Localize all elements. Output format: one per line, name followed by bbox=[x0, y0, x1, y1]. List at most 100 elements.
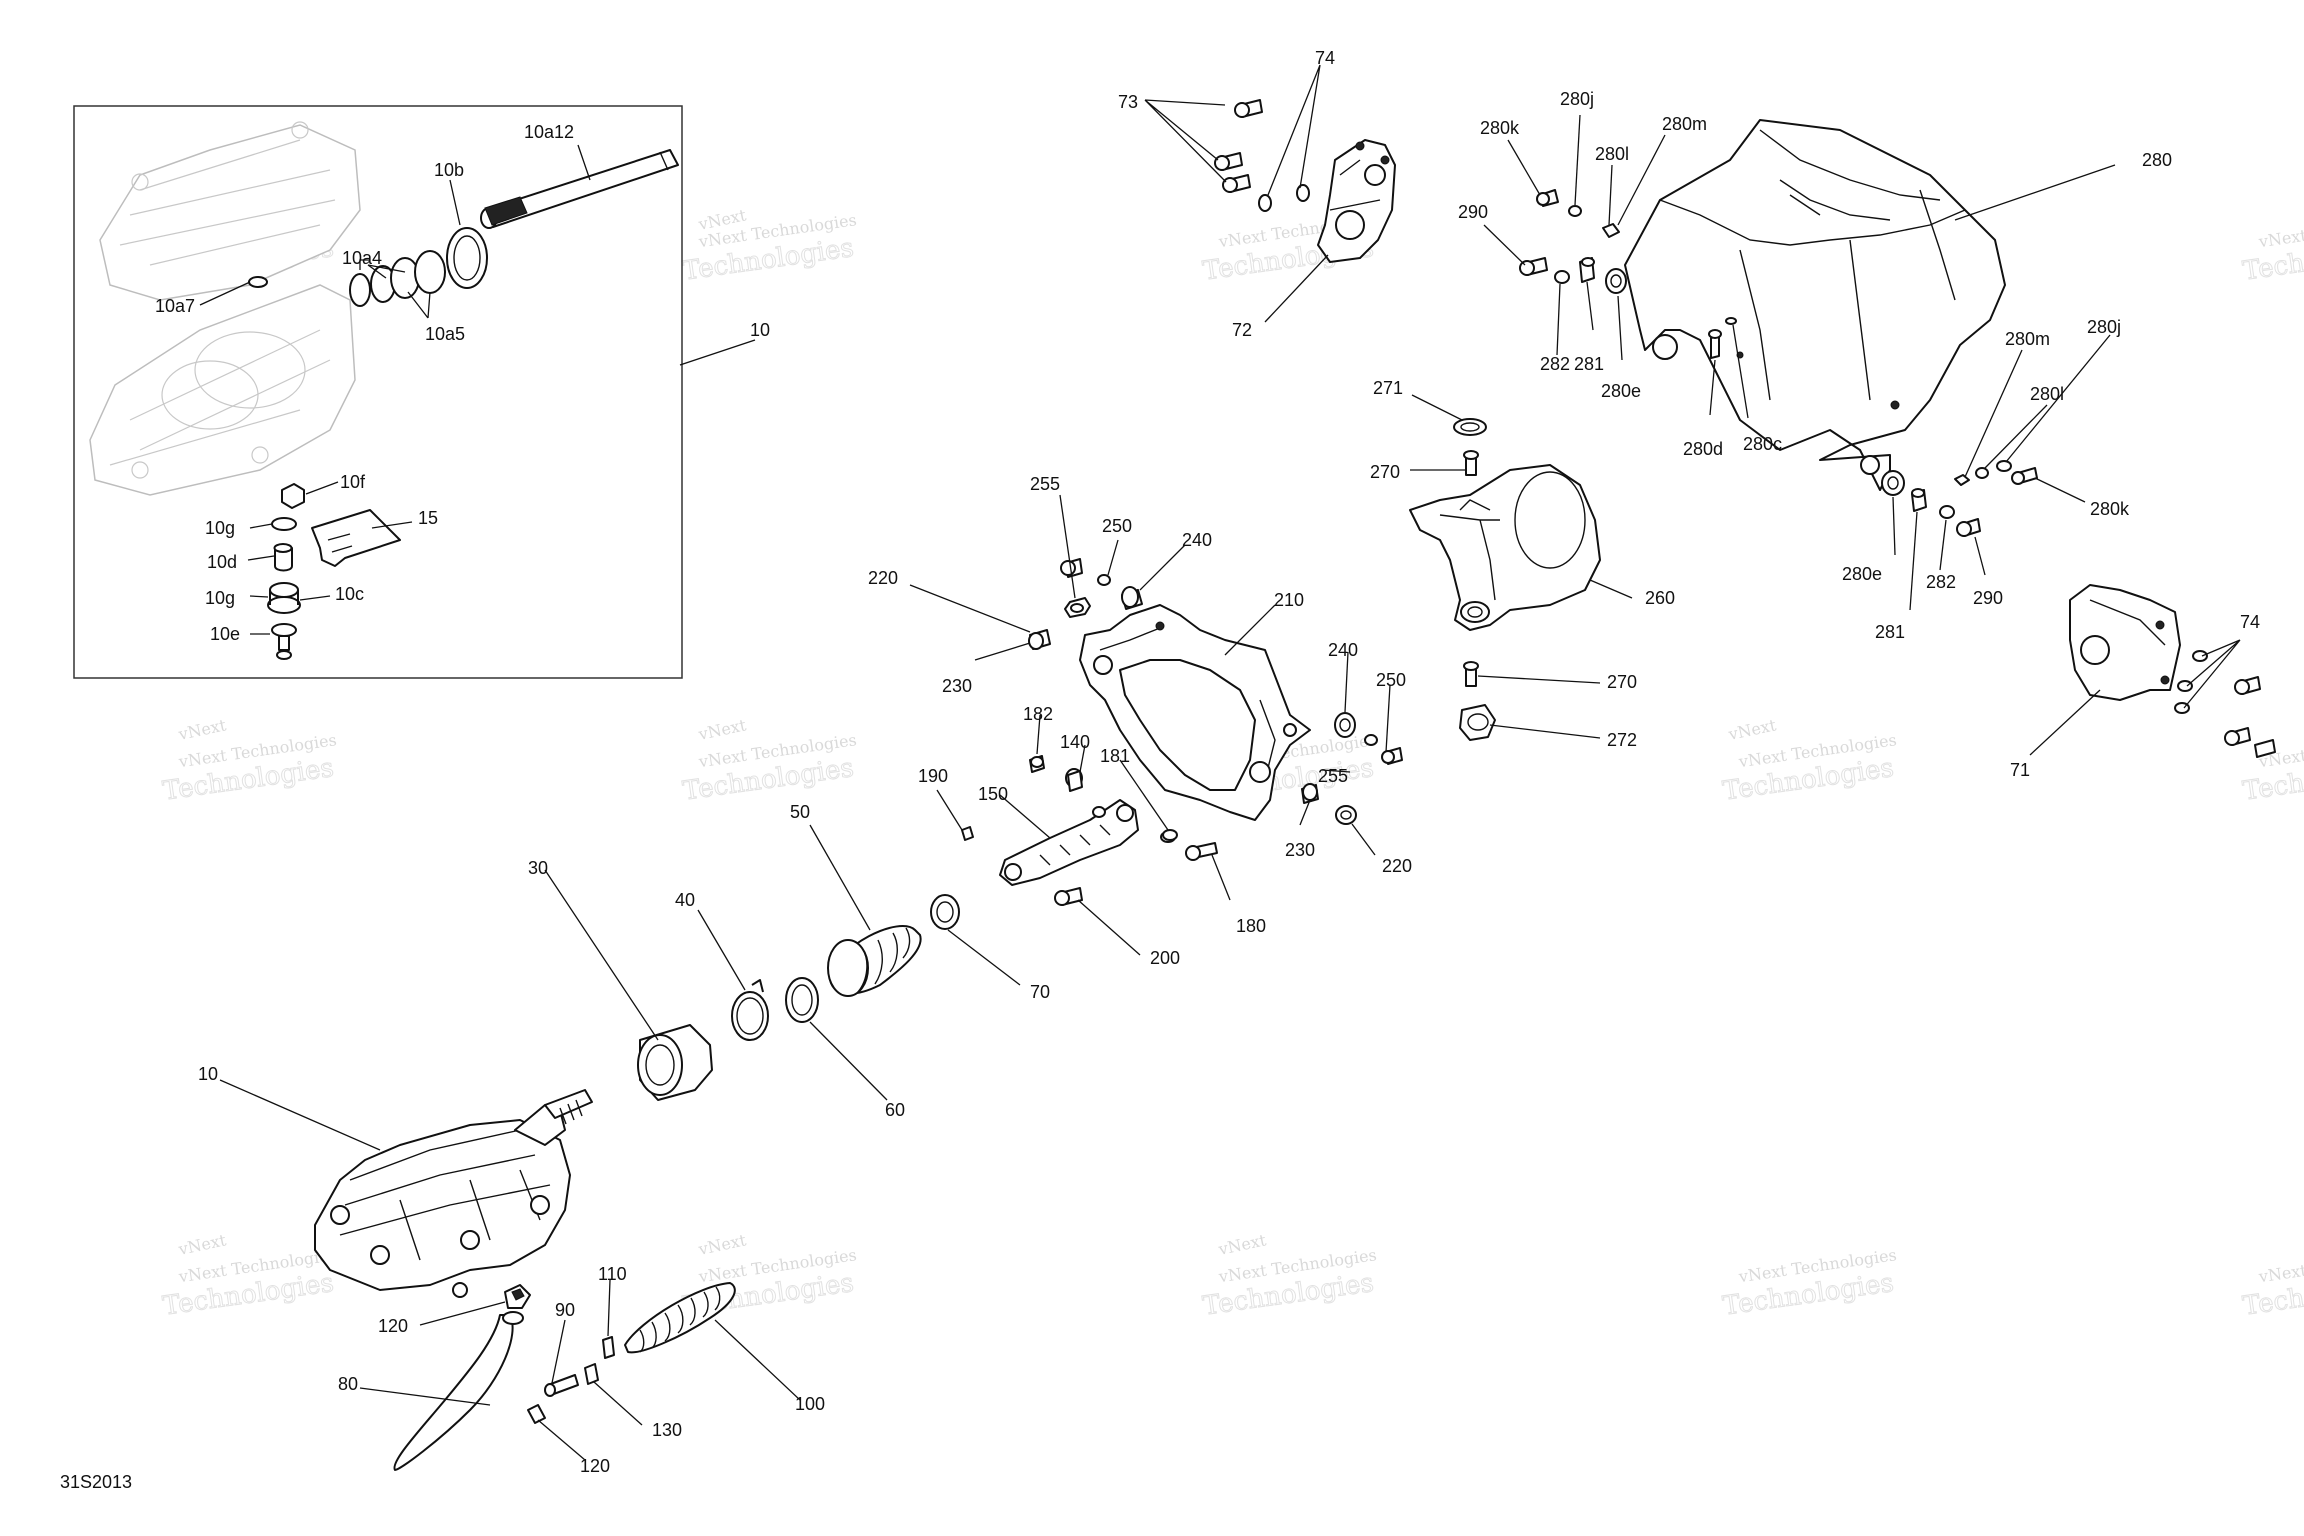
callout-270-bottom: 270 bbox=[1607, 672, 1637, 692]
callout-290-top: 290 bbox=[1458, 202, 1488, 222]
callout-250-right: 250 bbox=[1376, 670, 1406, 690]
callout-230-left: 230 bbox=[942, 676, 972, 696]
inset-detail-10 bbox=[73, 105, 683, 679]
callout-181: 181 bbox=[1100, 746, 1130, 766]
part-260-clamp-cover bbox=[1409, 464, 1601, 631]
part-10e-bolt bbox=[276, 635, 292, 660]
watermark: Technologies vNext Technologies bbox=[1720, 730, 1897, 807]
callout-255-right: 255 bbox=[1318, 766, 1348, 786]
callout-280e-top: 280e bbox=[1601, 381, 1641, 401]
part-10a7-ring bbox=[248, 276, 268, 288]
leader-lines bbox=[199, 64, 2241, 1461]
part-210-frame bbox=[1079, 604, 1311, 821]
callout-72: 72 bbox=[1232, 320, 1252, 340]
callout-110: 110 bbox=[598, 1264, 627, 1284]
callout-100: 100 bbox=[795, 1394, 825, 1414]
callout-10-inset: 10 bbox=[750, 320, 770, 340]
part-110-plug bbox=[602, 1336, 615, 1359]
part-10b-ring bbox=[446, 227, 488, 289]
parts-74-washers-top bbox=[1258, 184, 1310, 212]
callout-282-bottom: 282 bbox=[1926, 572, 1956, 592]
callout-240-right: 240 bbox=[1328, 640, 1358, 660]
part-10a5-orings bbox=[349, 250, 446, 307]
callout-10b: 10b bbox=[434, 160, 464, 180]
callout-15: 15 bbox=[418, 508, 438, 528]
watermark-brand: vNext bbox=[696, 715, 748, 744]
callout-71: 71 bbox=[2010, 760, 2030, 780]
callout-280m-right: 280m bbox=[2005, 329, 2050, 349]
callout-280e-bottom: 280e bbox=[1842, 564, 1882, 584]
callout-140: 140 bbox=[1060, 732, 1090, 752]
callout-271: 271 bbox=[1373, 378, 1403, 398]
parts-150-hardware bbox=[961, 755, 1218, 906]
parts-260-hardware bbox=[1453, 418, 1496, 741]
part-10a12-shaft bbox=[480, 149, 679, 229]
callout-210: 210 bbox=[1274, 590, 1304, 610]
callout-281-bottom: 281 bbox=[1875, 622, 1905, 642]
callout-280l-right: 280l bbox=[2030, 384, 2064, 404]
callout-220-left: 220 bbox=[868, 568, 898, 588]
callout-255: 255 bbox=[1030, 474, 1060, 494]
callout-50: 50 bbox=[790, 802, 810, 822]
callout-74-top: 74 bbox=[1315, 48, 1335, 68]
callout-200: 200 bbox=[1150, 948, 1180, 968]
callout-240-left: 240 bbox=[1182, 530, 1212, 550]
callout-272: 272 bbox=[1607, 730, 1637, 750]
part-120-clamp-bottom bbox=[527, 1404, 546, 1424]
svg-text:vNext Technologies: vNext Technologies bbox=[2257, 210, 2304, 251]
callout-10g-bottom: 10g bbox=[205, 588, 235, 608]
callout-80: 80 bbox=[338, 1374, 358, 1394]
callout-280c: 280c bbox=[1743, 434, 1782, 454]
part-130-connector bbox=[584, 1363, 599, 1385]
callout-150: 150 bbox=[978, 784, 1008, 804]
part-10g-washer-lower bbox=[271, 623, 297, 637]
callout-230-right: 230 bbox=[1285, 840, 1315, 860]
part-71-mount-bracket bbox=[2069, 584, 2181, 701]
watermark: Technologies vNext Technologies bbox=[2240, 1245, 2304, 1322]
part-70-ring bbox=[930, 894, 960, 930]
callout-270-top: 270 bbox=[1370, 462, 1400, 482]
callout-281-top: 281 bbox=[1574, 354, 1604, 374]
callout-30: 30 bbox=[528, 858, 548, 878]
callout-182: 182 bbox=[1023, 704, 1053, 724]
callout-70: 70 bbox=[1030, 982, 1050, 1002]
part-280-heat-shield bbox=[1624, 119, 2006, 491]
watermark-brand: vNext bbox=[176, 1230, 228, 1259]
callout-10a12: 10a12 bbox=[524, 122, 574, 142]
callout-10c: 10c bbox=[335, 584, 364, 604]
callout-280d: 280d bbox=[1683, 439, 1723, 459]
watermark-brand: vNext bbox=[1216, 1230, 1268, 1259]
part-60-ring bbox=[785, 977, 819, 1023]
watermark-brand: vNext bbox=[176, 715, 228, 744]
part-30-bearing-cup bbox=[637, 1024, 713, 1101]
callout-10f: 10f bbox=[340, 472, 366, 492]
callout-280k-top: 280k bbox=[1480, 118, 1520, 138]
callout-40: 40 bbox=[675, 890, 695, 910]
part-10c-grommet bbox=[267, 582, 301, 614]
callout-60: 60 bbox=[885, 1100, 905, 1120]
ghost-housing-base bbox=[89, 284, 356, 496]
part-10d-sleeve bbox=[274, 547, 293, 572]
callout-250-left: 250 bbox=[1102, 516, 1132, 536]
part-100-boot bbox=[624, 1282, 736, 1354]
parts-73-bolts bbox=[1214, 99, 1263, 193]
callout-280j-right: 280j bbox=[2087, 317, 2121, 337]
callout-73: 73 bbox=[1118, 92, 1138, 112]
part-10f-nut bbox=[281, 483, 305, 509]
inset-frame bbox=[73, 105, 683, 679]
callout-labels: 10a12 10b 10a4 10a7 10a5 10 10f 15 10g 1… bbox=[155, 48, 2260, 1476]
callout-280: 280 bbox=[2142, 150, 2172, 170]
callout-120-bottom: 120 bbox=[580, 1456, 610, 1476]
part-72-mount-bracket bbox=[1317, 139, 1396, 263]
callout-10-main: 10 bbox=[198, 1064, 218, 1084]
part-10-gearbox-assembly bbox=[314, 1089, 593, 1298]
svg-text:vNext Technologies: vNext Technologies bbox=[2257, 1245, 2304, 1286]
callout-130: 130 bbox=[652, 1420, 682, 1440]
watermark: Technologies vNext Technologies bbox=[1720, 1245, 1897, 1322]
callout-10a7: 10a7 bbox=[155, 296, 195, 316]
watermark-brand: vNext bbox=[1726, 715, 1778, 744]
callout-180: 180 bbox=[1236, 916, 1266, 936]
part-10d-sleeve-top bbox=[273, 543, 293, 553]
part-150-arm bbox=[999, 799, 1139, 886]
